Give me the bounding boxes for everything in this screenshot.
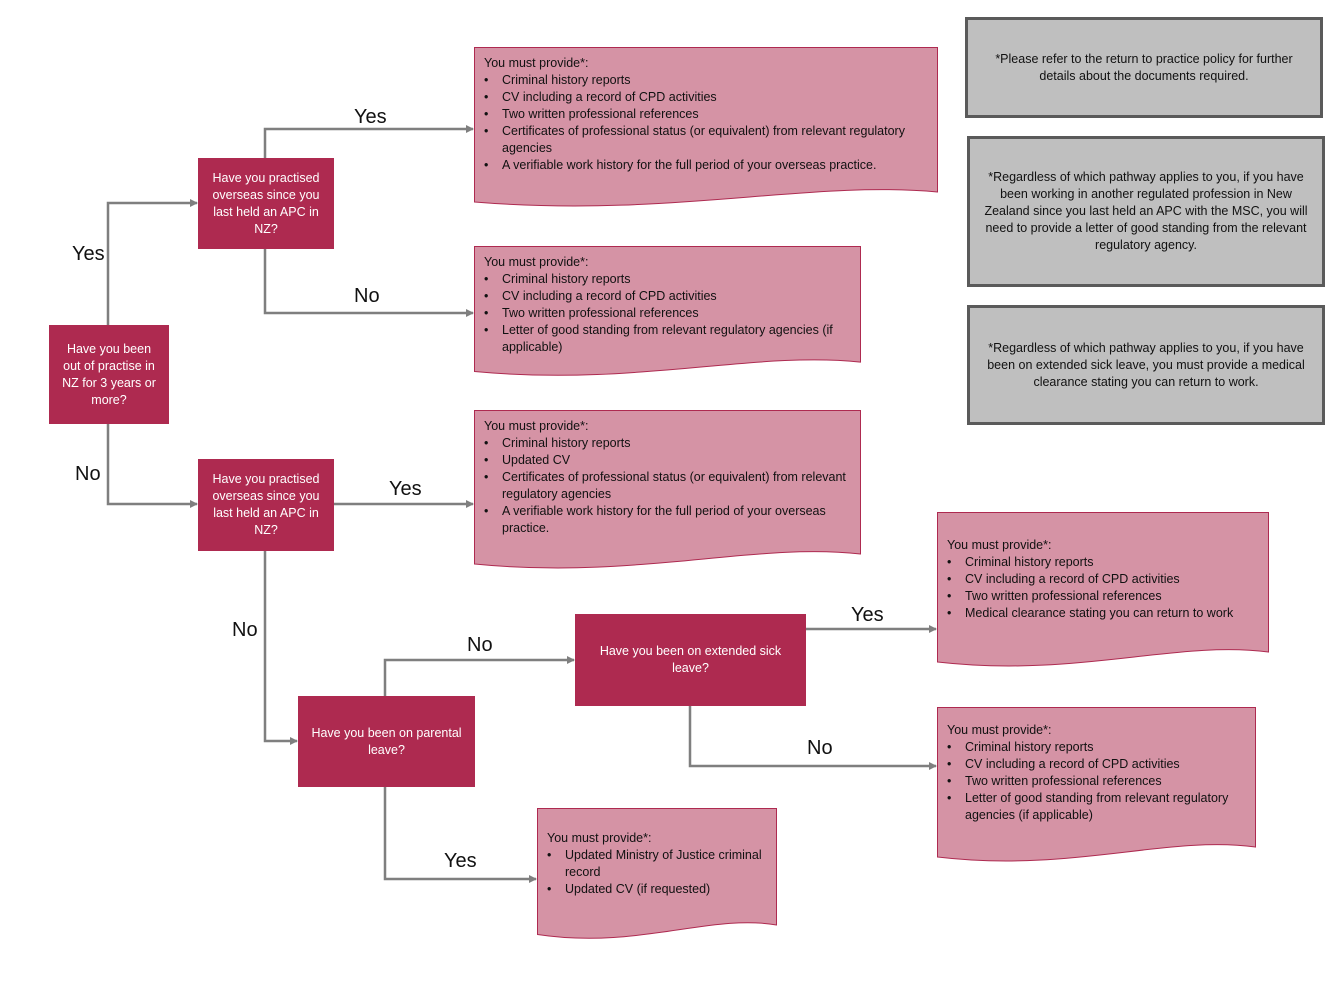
requirements-not-overseas-long: You must provide*: Criminal history repo… [474, 246, 861, 381]
requirements-heading: You must provide*: [947, 538, 1052, 552]
label-yes: Yes [389, 478, 422, 500]
connector-q2-d1 [263, 125, 474, 158]
connector-q4-q5 [383, 656, 575, 696]
question-practised-overseas-short: Have you practised overseas since you la… [198, 459, 334, 551]
requirements-body: You must provide*: Criminal history repo… [474, 410, 861, 545]
list-item: Updated CV [484, 452, 851, 469]
connector-q5-d5 [688, 706, 937, 770]
list-item: Criminal history reports [947, 554, 1259, 571]
requirements-list: Criminal history reports CV including a … [484, 72, 928, 174]
requirements-list: Criminal history reports Updated CV Cert… [484, 435, 851, 537]
label-yes: Yes [354, 106, 387, 128]
list-item: Medical clearance stating you can return… [947, 605, 1259, 622]
list-item: Criminal history reports [484, 271, 851, 288]
connector-q3-q4 [263, 551, 298, 745]
list-item: Criminal history reports [484, 72, 928, 89]
list-item: Two written professional references [947, 588, 1259, 605]
list-item: Two written professional references [484, 106, 928, 123]
requirements-body: You must provide*: Criminal history repo… [474, 246, 861, 364]
list-item: Letter of good standing from relevant re… [947, 790, 1246, 824]
list-item: CV including a record of CPD activities [947, 756, 1246, 773]
label-yes: Yes [72, 243, 105, 265]
list-item: Criminal history reports [484, 435, 851, 452]
requirements-list: Criminal history reports CV including a … [947, 554, 1259, 622]
list-item: CV including a record of CPD activities [484, 288, 851, 305]
list-item: CV including a record of CPD activities [484, 89, 928, 106]
note-extended-sick-leave: *Regardless of which pathway applies to … [967, 305, 1325, 425]
question-sick-leave: Have you been on extended sick leave? [575, 614, 806, 706]
list-item: Certificates of professional status (or … [484, 469, 851, 503]
requirements-body: You must provide*: Criminal history repo… [937, 707, 1256, 832]
connector-q2-d2 [263, 249, 474, 317]
label-yes: Yes [851, 604, 884, 626]
list-item: Criminal history reports [947, 739, 1246, 756]
requirements-heading: You must provide*: [947, 723, 1052, 737]
label-no: No [354, 285, 380, 307]
requirements-heading: You must provide*: [484, 255, 589, 269]
list-item: A verifiable work history for the full p… [484, 157, 928, 174]
requirements-no-leave: You must provide*: Criminal history repo… [937, 707, 1256, 867]
requirements-body: You must provide*: Criminal history repo… [474, 47, 938, 182]
note-regulated-profession: *Regardless of which pathway applies to … [967, 136, 1325, 287]
requirements-list: Criminal history reports CV including a … [484, 271, 851, 356]
list-item: Updated Ministry of Justice criminal rec… [547, 847, 767, 881]
requirements-list: Criminal history reports CV including a … [947, 739, 1246, 824]
connector-q1-q3 [106, 424, 198, 508]
list-item: CV including a record of CPD activities [947, 571, 1259, 588]
label-no: No [807, 737, 833, 759]
note-policy-reference: *Please refer to the return to practice … [965, 17, 1323, 118]
connector-q1-q2 [106, 199, 198, 325]
label-no: No [75, 463, 101, 485]
requirements-overseas-short: You must provide*: Criminal history repo… [474, 410, 861, 574]
list-item: Certificates of professional status (or … [484, 123, 928, 157]
question-parental-leave: Have you been on parental leave? [298, 696, 475, 787]
label-no: No [467, 634, 493, 656]
requirements-list: Updated Ministry of Justice criminal rec… [547, 847, 767, 898]
list-item: Two written professional references [947, 773, 1246, 790]
list-item: Updated CV (if requested) [547, 881, 767, 898]
question-practised-overseas-long: Have you practised overseas since you la… [198, 158, 334, 249]
label-no: No [232, 619, 258, 641]
list-item: Letter of good standing from relevant re… [484, 322, 851, 356]
question-out-of-practise: Have you been out of practise in NZ for … [49, 325, 169, 424]
requirements-parental-leave: You must provide*: Updated Ministry of J… [537, 808, 777, 944]
requirements-body: You must provide*: Updated Ministry of J… [537, 808, 777, 906]
requirements-overseas-long: You must provide*: Criminal history repo… [474, 47, 938, 212]
list-item: Two written professional references [484, 305, 851, 322]
connector-q4-d6 [383, 787, 537, 883]
requirements-heading: You must provide*: [484, 419, 589, 433]
label-yes: Yes [444, 850, 477, 872]
requirements-sick-leave: You must provide*: Criminal history repo… [937, 512, 1269, 672]
requirements-heading: You must provide*: [547, 831, 652, 845]
requirements-body: You must provide*: Criminal history repo… [937, 512, 1269, 630]
list-item: A verifiable work history for the full p… [484, 503, 851, 537]
requirements-heading: You must provide*: [484, 56, 589, 70]
